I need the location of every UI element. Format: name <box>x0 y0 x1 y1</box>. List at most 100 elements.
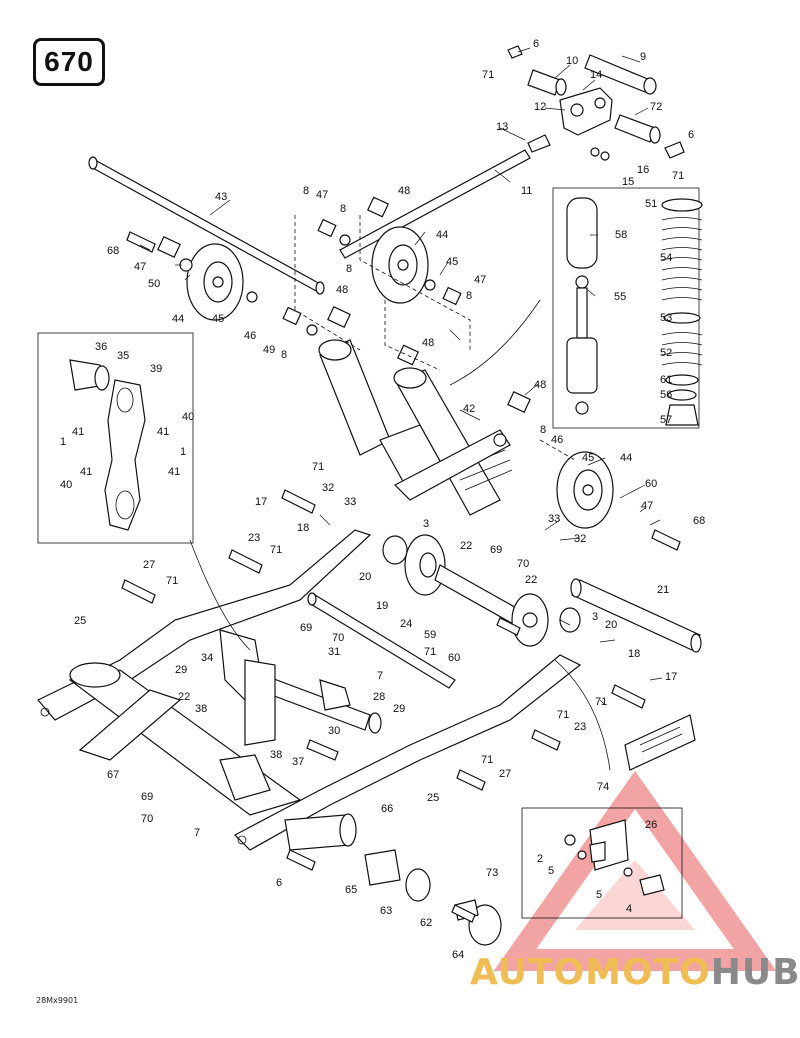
callout-labels: 6 71 10 14 9 12 72 13 6 16 15 71 11 43 8… <box>60 38 705 961</box>
callout-label: 44 <box>436 229 448 241</box>
callout-label: 18 <box>297 522 309 534</box>
callout-label: 42 <box>463 403 475 415</box>
callout-label: 41 <box>157 426 169 438</box>
inset-right-shock <box>552 187 703 429</box>
axle-hub-assembly <box>382 534 581 647</box>
lower-shaft-assembly <box>284 813 502 946</box>
callout-label: 8 <box>303 185 309 197</box>
page-number-box: 670 <box>33 38 105 86</box>
idler-wheels <box>186 226 614 529</box>
callout-label: 34 <box>201 652 213 664</box>
guide-lines <box>189 215 611 771</box>
callout-label: 8 <box>281 349 287 361</box>
callout-label: 8 <box>340 203 346 215</box>
callout-label: 27 <box>143 559 155 571</box>
callout-label: 50 <box>148 278 160 290</box>
callout-label: 64 <box>452 949 464 961</box>
callout-label: 47 <box>474 274 486 286</box>
callout-label: 19 <box>376 600 388 612</box>
callout-label: 63 <box>380 905 392 917</box>
callout-label: 1 <box>60 436 66 448</box>
callout-label: 12 <box>534 101 546 113</box>
callout-label: 15 <box>622 176 634 188</box>
callout-label: 13 <box>496 121 508 133</box>
callout-label: 69 <box>490 544 502 556</box>
callout-label: 25 <box>74 615 86 627</box>
callout-label: 48 <box>422 337 434 349</box>
callout-label: 71 <box>166 575 178 587</box>
callout-label: 68 <box>693 515 705 527</box>
callout-label: 35 <box>117 350 129 362</box>
front-cross-member <box>68 662 302 816</box>
callout-label: 41 <box>72 426 84 438</box>
callout-label: 71 <box>424 646 436 658</box>
callout-label: 49 <box>263 344 275 356</box>
callout-label: 60 <box>645 478 657 490</box>
callout-label: 8 <box>466 290 472 302</box>
callout-label: 45 <box>582 452 594 464</box>
callout-label: 6 <box>688 129 694 141</box>
watermark-logo: AUTOMOTOHUB <box>470 952 800 993</box>
cross-shafts <box>307 578 702 689</box>
callout-label: 14 <box>590 69 602 81</box>
callout-label: 39 <box>150 363 162 375</box>
callout-label: 71 <box>672 170 684 182</box>
callout-label: 31 <box>328 646 340 658</box>
callout-label: 27 <box>499 768 511 780</box>
callout-label: 18 <box>628 648 640 660</box>
callout-label: 48 <box>534 379 546 391</box>
callout-label: 71 <box>270 544 282 556</box>
callout-label: 38 <box>270 749 282 761</box>
callout-label: 46 <box>551 434 563 446</box>
callout-label: 71 <box>312 461 324 473</box>
callout-label: 2 <box>537 853 543 865</box>
callout-label: 6 <box>276 877 282 889</box>
callout-label: 23 <box>574 721 586 733</box>
callout-label: 66 <box>381 803 393 815</box>
callout-label: 20 <box>359 571 371 583</box>
fasteners <box>121 231 681 923</box>
callout-label: 3 <box>592 611 598 623</box>
inset-rear-bumper <box>521 807 683 919</box>
callout-label: 71 <box>482 69 494 81</box>
callout-label: 32 <box>574 533 586 545</box>
callout-label: 43 <box>215 191 227 203</box>
callout-label: 33 <box>548 513 560 525</box>
callout-label: 23 <box>248 532 260 544</box>
callout-label: 44 <box>172 313 184 325</box>
callout-label: 70 <box>517 558 529 570</box>
callout-label: 40 <box>182 411 194 423</box>
callout-label: 53 <box>660 312 672 324</box>
callout-label: 54 <box>660 252 672 264</box>
callout-label: 8 <box>346 263 352 275</box>
callout-label: 55 <box>614 291 626 303</box>
callout-label: 57 <box>660 414 672 426</box>
inset-left-link <box>37 332 194 544</box>
callout-label: 6 <box>533 38 539 50</box>
callout-label: 61 <box>660 374 672 386</box>
callout-label: 41 <box>80 466 92 478</box>
callout-label: 74 <box>597 781 609 793</box>
upper-rear-bracket-group <box>507 45 685 161</box>
shock-arm <box>393 429 511 501</box>
callout-label: 44 <box>620 452 632 464</box>
figure-reference-code: 28Mx9901 <box>36 996 79 1005</box>
callout-label: 45 <box>212 313 224 325</box>
callout-label: 72 <box>650 101 662 113</box>
callout-label: 4 <box>626 903 632 915</box>
page-number: 670 <box>44 46 94 77</box>
decal <box>624 714 696 771</box>
callout-label: 1 <box>180 446 186 458</box>
callout-label: 45 <box>446 256 458 268</box>
callout-label: 25 <box>427 792 439 804</box>
callout-label: 52 <box>660 347 672 359</box>
callout-label: 32 <box>322 482 334 494</box>
callout-label: 41 <box>168 466 180 478</box>
callout-label: 17 <box>665 671 677 683</box>
callout-label: 7 <box>377 670 383 682</box>
callout-label: 9 <box>640 51 646 63</box>
callout-label: 11 <box>521 185 532 197</box>
callout-label: 5 <box>548 865 554 877</box>
callout-label: 28 <box>373 691 385 703</box>
